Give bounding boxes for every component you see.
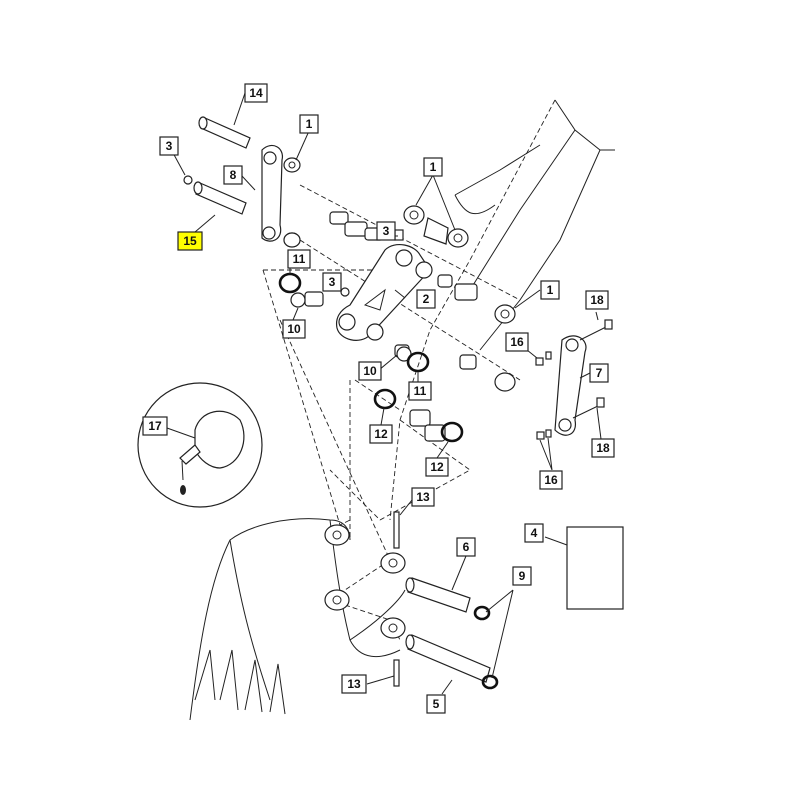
svg-text:1: 1	[430, 160, 437, 174]
svg-text:11: 11	[293, 252, 306, 266]
svg-text:7: 7	[596, 366, 603, 380]
pins-13	[393, 511, 400, 687]
svg-text:18: 18	[596, 441, 610, 455]
bucket-outline	[189, 518, 406, 721]
tipping-link-2	[335, 229, 433, 341]
circlips-9	[473, 605, 499, 690]
callout-12-left: 12	[369, 424, 393, 444]
svg-text:11: 11	[414, 384, 427, 398]
nuts-16	[535, 351, 552, 440]
callout-9: 9	[512, 566, 532, 586]
callout-3-left: 3	[159, 136, 179, 156]
svg-text:2: 2	[423, 292, 430, 306]
callout-10-upper: 10	[282, 319, 306, 339]
svg-text:3: 3	[383, 224, 390, 238]
callout-17: 17	[142, 416, 168, 436]
grease-nipple-3b	[340, 287, 350, 297]
svg-text:9: 9	[519, 569, 526, 583]
pin-5	[405, 634, 491, 683]
callout-3-lower: 3	[322, 272, 342, 292]
svg-text:3: 3	[166, 139, 173, 153]
callout-16-lower: 16	[539, 470, 563, 490]
adhesive-inset-17	[137, 382, 263, 508]
pin-6	[405, 577, 471, 613]
callout-1-right: 1	[540, 280, 560, 300]
svg-text:16: 16	[544, 473, 558, 487]
link-7	[554, 335, 587, 436]
svg-text:13: 13	[416, 490, 430, 504]
svg-text:4: 4	[531, 526, 538, 540]
svg-text:3: 3	[329, 275, 336, 289]
svg-text:10: 10	[287, 322, 301, 336]
callout-11-upper: 11	[287, 249, 311, 269]
callout-13-lower: 13	[341, 674, 367, 694]
bolts-18	[572, 319, 613, 419]
svg-text:1: 1	[547, 283, 554, 297]
callout-2: 2	[416, 289, 436, 309]
callout-13-upper: 13	[411, 487, 435, 507]
svg-text:13: 13	[347, 677, 361, 691]
callout-11-lower: 11	[408, 381, 432, 401]
leader-lines	[166, 92, 602, 695]
svg-text:14: 14	[249, 86, 263, 100]
decal-box-4	[566, 526, 624, 610]
dipper-arm-outline	[329, 99, 615, 521]
bushings-upper	[329, 205, 469, 248]
svg-text:8: 8	[230, 168, 237, 182]
svg-text:10: 10	[363, 364, 377, 378]
svg-text:12: 12	[374, 427, 388, 441]
pin-15	[193, 181, 247, 215]
callout-18-lower: 18	[591, 438, 615, 458]
svg-text:16: 16	[510, 335, 524, 349]
callout-12-right: 12	[425, 457, 449, 477]
svg-text:12: 12	[430, 460, 444, 474]
callout-8: 8	[223, 165, 243, 185]
svg-text:15: 15	[183, 234, 197, 248]
svg-text:18: 18	[590, 293, 604, 307]
callout-16-upper: 16	[505, 332, 529, 352]
callout-15-highlighted: 15	[177, 231, 203, 251]
callout-18-upper: 18	[585, 290, 609, 310]
callout-10-lower: 10	[358, 361, 382, 381]
bushings-middle	[283, 232, 516, 442]
link-8	[261, 145, 301, 248]
callout-1-top: 1	[299, 114, 319, 134]
callout-1-upper-right: 1	[423, 157, 443, 177]
svg-text:17: 17	[148, 419, 162, 433]
svg-text:5: 5	[433, 697, 440, 711]
grease-nipple-3	[183, 175, 193, 185]
callout-4: 4	[524, 523, 544, 543]
callout-6: 6	[456, 537, 476, 557]
callout-3-center: 3	[376, 221, 396, 241]
svg-text:1: 1	[306, 117, 313, 131]
svg-text:6: 6	[463, 540, 470, 554]
callout-5: 5	[426, 694, 446, 714]
pin-14	[198, 116, 251, 149]
callout-14: 14	[244, 83, 268, 103]
callout-7: 7	[589, 363, 609, 383]
